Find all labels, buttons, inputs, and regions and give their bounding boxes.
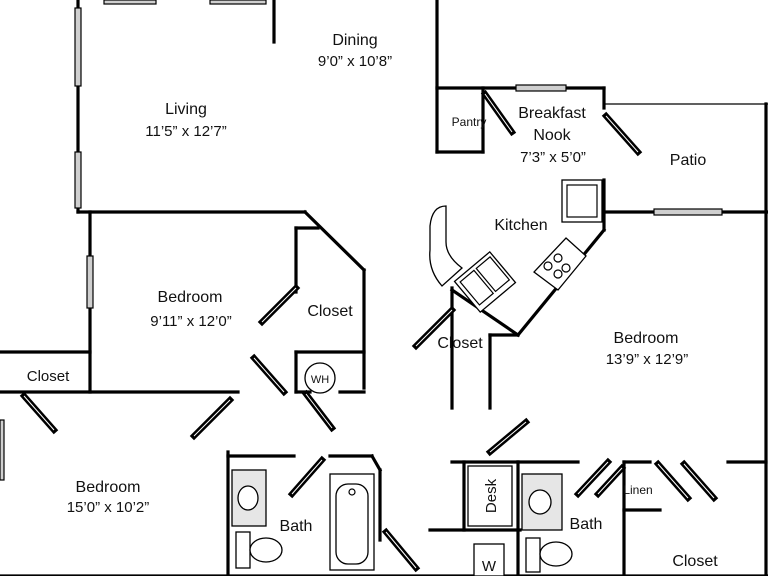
washer-icon — [473, 543, 505, 576]
kitchen-fixtures — [429, 179, 603, 314]
utility-fixtures: WH W — [304, 362, 513, 576]
bath-fixtures — [231, 469, 573, 573]
room-dims-dining: 9’0” x 10’8” — [318, 53, 392, 70]
bathroom-sink-icon — [521, 473, 563, 531]
room-name-bath-right: Bath — [570, 516, 603, 533]
windows — [0, 0, 723, 481]
room-dims-bedroom-right: 13’9” x 12’9” — [606, 351, 689, 368]
refrigerator-icon — [561, 179, 603, 223]
room-name-pantry: Pantry — [452, 115, 487, 129]
doors — [19, 89, 719, 573]
kitchen-sink-icon — [453, 250, 517, 314]
room-labels: Dining 9’0” x 10’8” Living 11’5” x 12’7”… — [27, 32, 718, 570]
room-name-bedroom-left: Bedroom — [76, 479, 141, 496]
room-name-closet-bottom-right: Closet — [672, 553, 718, 570]
room-dims-breakfast-nook: 7’3” x 5’0” — [520, 149, 586, 166]
room-name-linen: Linen — [623, 483, 652, 497]
room-name-closet-left: Closet — [27, 368, 70, 385]
room-name-desk: Desk — [483, 478, 500, 513]
room-name-closet-center: Closet — [307, 303, 353, 320]
toilet-icon — [235, 531, 283, 569]
room-dims-bedroom-center: 9’11” x 12’0” — [150, 313, 231, 330]
water-heater-label: WH — [311, 374, 329, 386]
room-name-dining: Dining — [332, 32, 377, 49]
stove-icon — [533, 237, 587, 291]
water-heater-icon — [304, 362, 336, 394]
room-name-bath-left: Bath — [280, 518, 313, 535]
kitchen-island — [429, 205, 464, 287]
room-dims-bedroom-left: 15’0” x 10’2” — [67, 499, 150, 516]
room-dims-living: 11’5” x 12’7” — [145, 123, 226, 140]
room-name-kitchen: Kitchen — [494, 217, 547, 234]
room-name-breakfast-line1: Breakfast — [518, 105, 586, 122]
washer-label: W — [482, 558, 497, 575]
toilet-icon — [525, 537, 573, 573]
bathroom-sink-icon — [231, 469, 267, 527]
room-name-bedroom-center: Bedroom — [158, 289, 223, 306]
room-name-patio: Patio — [670, 152, 707, 169]
desk-icon — [467, 465, 513, 527]
room-name-closet-kitchen: Closet — [437, 335, 483, 352]
room-name-breakfast-line2: Nook — [533, 127, 571, 144]
bathtub-icon — [329, 473, 375, 571]
room-name-bedroom-right: Bedroom — [614, 330, 679, 347]
room-name-living: Living — [165, 101, 207, 118]
